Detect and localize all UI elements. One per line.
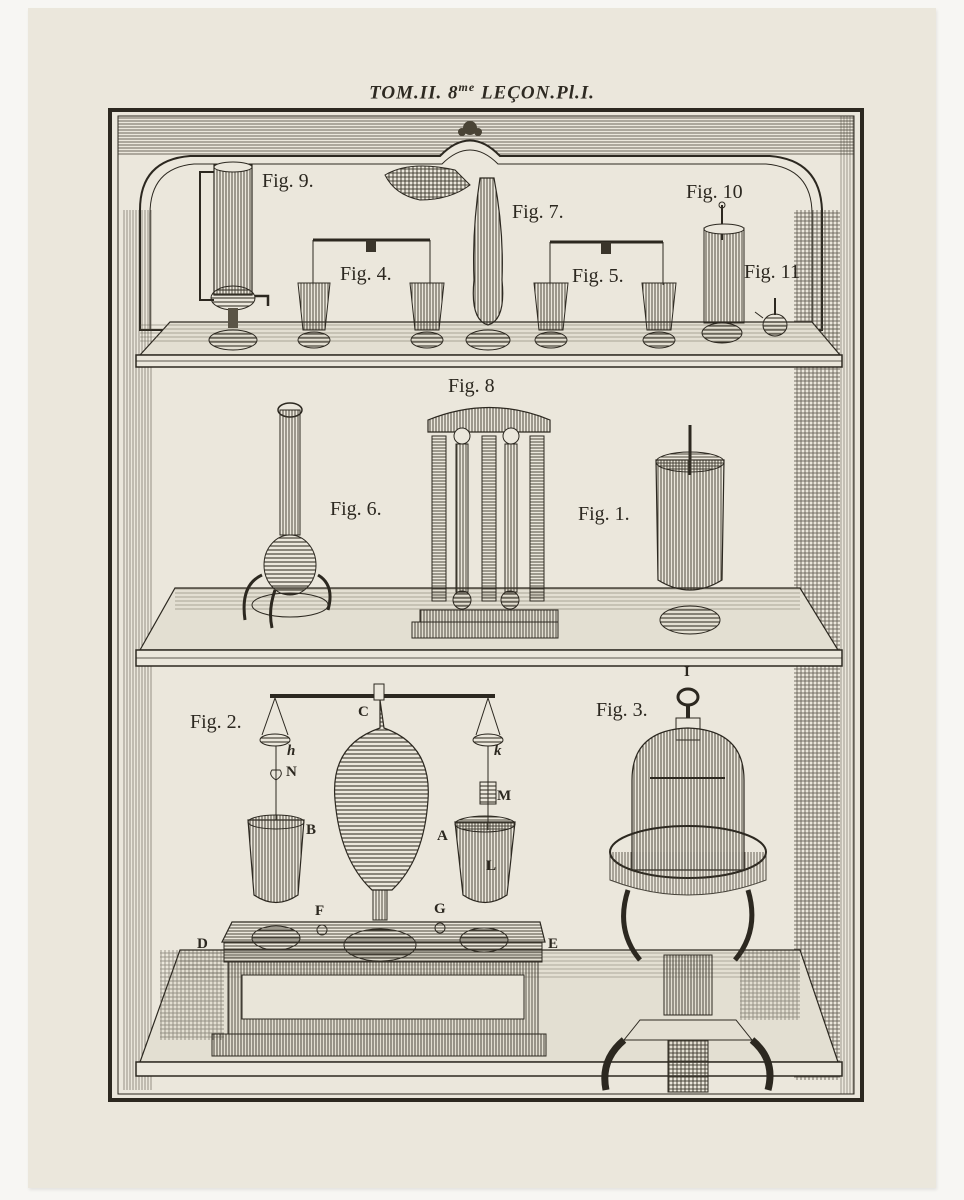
figure-6-label: Fig. 6. <box>330 498 382 520</box>
figure-5-label: Fig. 5. <box>572 265 624 287</box>
letter-I: I <box>684 664 690 680</box>
letter-C: C <box>358 704 369 720</box>
figure-5 <box>533 240 677 349</box>
figure-9 <box>199 161 270 351</box>
plate-title: TOM.II. 8me LEÇON.Pl.I. <box>369 80 595 104</box>
figure-8-label: Fig. 8 <box>448 375 495 397</box>
letter-F: F <box>315 903 324 919</box>
figure-7-label: Fig. 7. <box>512 201 564 223</box>
letter-A: A <box>437 828 448 844</box>
figure-10 <box>701 201 745 344</box>
figure-11-label: Fig. 11 <box>744 261 800 283</box>
figure-4 <box>297 238 445 349</box>
letter-E: E <box>548 936 558 952</box>
figure-3 <box>601 687 800 1093</box>
figure-2 <box>160 683 547 1057</box>
letter-k: k <box>494 743 502 759</box>
figure-4-label: Fig. 4. <box>340 263 392 285</box>
figure-8 <box>411 406 559 639</box>
letter-D: D <box>197 936 208 952</box>
figure-11 <box>754 298 788 337</box>
figure-2-label: Fig. 2. <box>190 711 242 733</box>
figure-1 <box>655 425 725 635</box>
figure-9-label: Fig. 9. <box>262 170 314 192</box>
letter-G: G <box>434 901 446 917</box>
figure-1-label: Fig. 1. <box>578 503 630 525</box>
figure-7 <box>384 165 511 351</box>
figure-10-label: Fig. 10 <box>686 181 743 203</box>
cartouche-ornament <box>458 121 482 136</box>
letter-M: M <box>497 788 511 804</box>
figure-3-label: Fig. 3. <box>596 699 648 721</box>
letter-B: B <box>306 822 316 838</box>
letter-h: h <box>287 743 295 759</box>
figure-6 <box>242 402 332 629</box>
letter-N: N <box>286 764 297 780</box>
letter-L: L <box>486 858 496 874</box>
